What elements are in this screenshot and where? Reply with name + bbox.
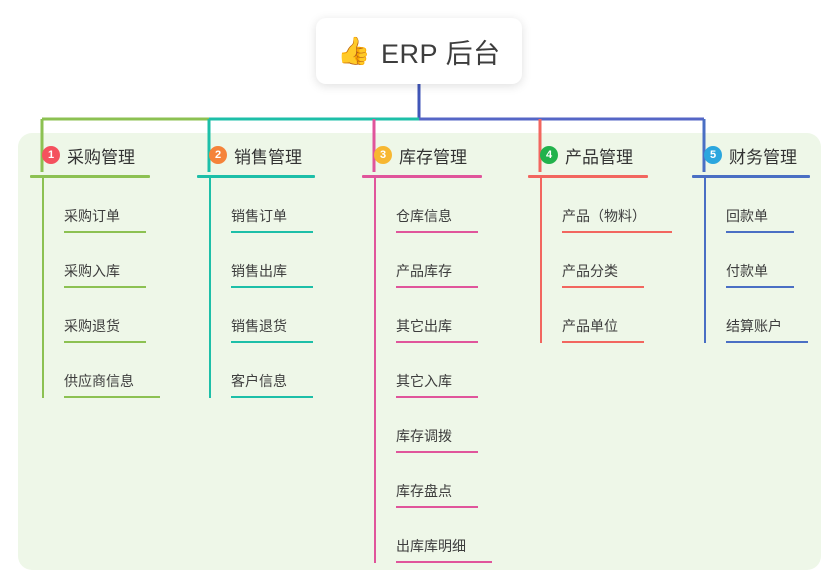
- column-spine: [540, 178, 542, 343]
- list-item[interactable]: 其它出库: [374, 288, 492, 343]
- column-spine: [42, 178, 44, 398]
- column-财务管理: 5 财务管理回款单付款单结算账户: [692, 143, 810, 343]
- list-item-label: 销售订单: [231, 206, 313, 233]
- list-item-label: 产品库存: [396, 261, 478, 288]
- list-item[interactable]: 付款单: [704, 233, 810, 288]
- column-header[interactable]: 4 产品管理: [528, 143, 672, 167]
- list-item[interactable]: 客户信息: [209, 343, 315, 398]
- list-item-label: 产品单位: [562, 316, 644, 343]
- column-采购管理: 1 采购管理采购订单采购入库采购退货供应商信息: [30, 143, 160, 398]
- column-number-badge: 2: [209, 146, 227, 164]
- column-产品管理: 4 产品管理产品（物料） 产品分类产品单位: [528, 143, 672, 343]
- list-item[interactable]: 库存调拨: [374, 398, 492, 453]
- list-item-label: 销售退货: [231, 316, 313, 343]
- list-item-label: 采购退货: [64, 316, 146, 343]
- column-number-badge: 4: [540, 146, 558, 164]
- column-rule: [528, 175, 648, 178]
- list-item-label: 出库库明细: [396, 536, 492, 563]
- list-item-label: 付款单: [726, 261, 794, 288]
- column-rule: [197, 175, 315, 178]
- column-title: 财务管理: [729, 147, 797, 167]
- column-title: 采购管理: [67, 147, 135, 167]
- column-items: 销售订单销售出库销售退货客户信息: [197, 178, 315, 398]
- column-库存管理: 3 库存管理仓库信息产品库存其它出库其它入库库存调拨库存盘点出库库明细: [362, 143, 492, 563]
- list-item[interactable]: 销售出库: [209, 233, 315, 288]
- column-title: 销售管理: [234, 147, 302, 167]
- list-item-label: 采购订单: [64, 206, 146, 233]
- list-item[interactable]: 产品库存: [374, 233, 492, 288]
- list-item-label: 供应商信息: [64, 371, 160, 398]
- list-item[interactable]: 采购订单: [42, 178, 160, 233]
- column-rule: [362, 175, 482, 178]
- column-number-badge: 5: [704, 146, 722, 164]
- list-item[interactable]: 产品分类: [540, 233, 672, 288]
- list-item[interactable]: 回款单: [704, 178, 810, 233]
- column-number-badge: 1: [42, 146, 60, 164]
- list-item-label: 其它入库: [396, 371, 478, 398]
- list-item-label: 库存调拨: [396, 426, 478, 453]
- list-item-label: 产品（物料）: [562, 206, 672, 233]
- list-item-label: 其它出库: [396, 316, 478, 343]
- column-header[interactable]: 1 采购管理: [30, 143, 160, 167]
- column-items: 回款单付款单结算账户: [692, 178, 810, 343]
- diagram-panel: [18, 133, 821, 570]
- column-number-badge: 3: [374, 146, 392, 164]
- list-item-label: 库存盘点: [396, 481, 478, 508]
- column-items: 产品（物料） 产品分类产品单位: [528, 178, 672, 343]
- column-spine: [209, 178, 211, 398]
- list-item[interactable]: 仓库信息: [374, 178, 492, 233]
- list-item-label: 产品分类: [562, 261, 644, 288]
- column-title: 库存管理: [399, 147, 467, 167]
- list-item-label: 仓库信息: [396, 206, 478, 233]
- list-item[interactable]: 结算账户: [704, 288, 810, 343]
- list-item-label: 销售出库: [231, 261, 313, 288]
- root-title: ERP 后台: [381, 38, 501, 69]
- column-header[interactable]: 3 库存管理: [362, 143, 492, 167]
- list-item-label: 客户信息: [231, 371, 313, 398]
- column-rule: [30, 175, 150, 178]
- list-item[interactable]: 采购入库: [42, 233, 160, 288]
- column-spine: [374, 178, 376, 563]
- list-item[interactable]: 销售退货: [209, 288, 315, 343]
- list-item[interactable]: 供应商信息: [42, 343, 160, 398]
- column-spine: [704, 178, 706, 343]
- column-header[interactable]: 2 销售管理: [197, 143, 315, 167]
- column-销售管理: 2 销售管理销售订单销售出库销售退货客户信息: [197, 143, 315, 398]
- list-item[interactable]: 采购退货: [42, 288, 160, 343]
- list-item[interactable]: 销售订单: [209, 178, 315, 233]
- list-item[interactable]: 其它入库: [374, 343, 492, 398]
- column-items: 仓库信息产品库存其它出库其它入库库存调拨库存盘点出库库明细: [362, 178, 492, 563]
- list-item-label: 采购入库: [64, 261, 146, 288]
- list-item[interactable]: 产品（物料）: [540, 178, 672, 233]
- list-item[interactable]: 产品单位: [540, 288, 672, 343]
- thumbs-up-icon: 👍: [337, 35, 372, 66]
- list-item-label: 回款单: [726, 206, 794, 233]
- column-rule: [692, 175, 810, 178]
- root-node[interactable]: 👍 ERP 后台: [316, 18, 522, 84]
- column-items: 采购订单采购入库采购退货供应商信息: [30, 178, 160, 398]
- column-header[interactable]: 5 财务管理: [692, 143, 810, 167]
- list-item-label: 结算账户: [726, 316, 808, 343]
- list-item[interactable]: 库存盘点: [374, 453, 492, 508]
- column-title: 产品管理: [565, 147, 633, 167]
- list-item[interactable]: 出库库明细: [374, 508, 492, 563]
